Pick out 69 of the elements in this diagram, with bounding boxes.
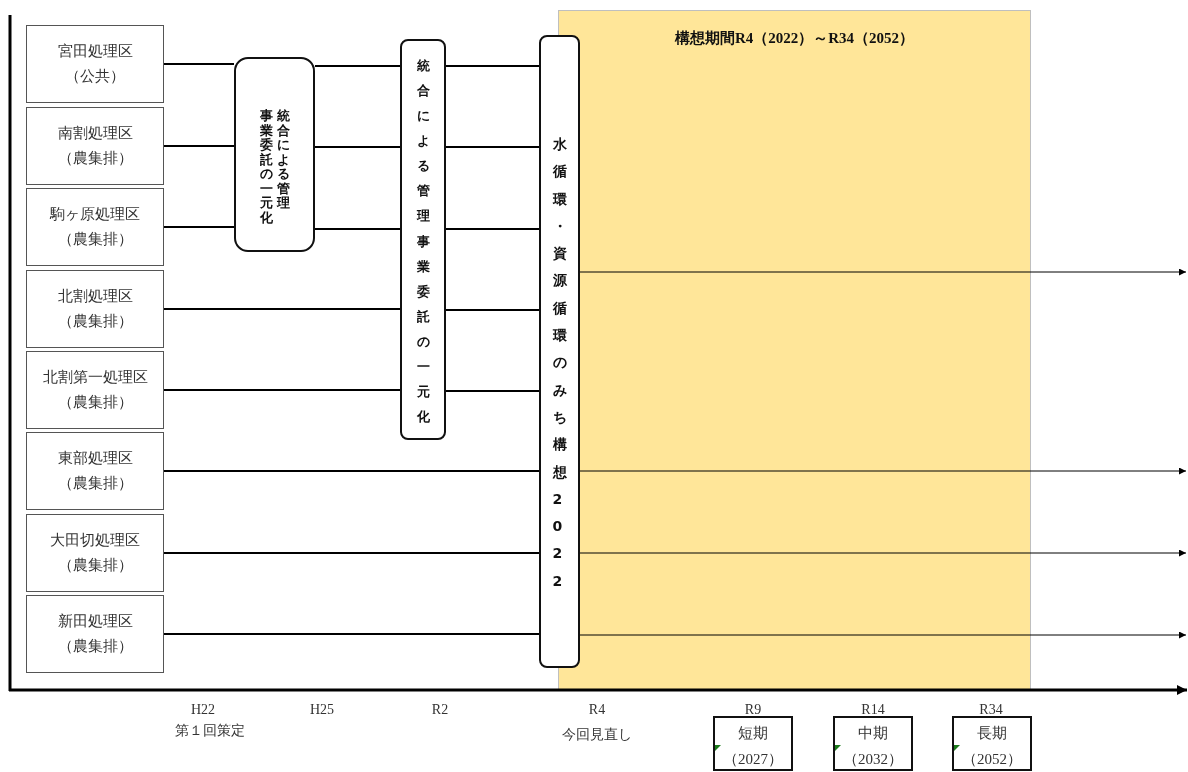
process-box <box>539 35 580 668</box>
term-name: 長期 <box>977 724 1007 743</box>
vertical-text: 水循環・資源循環のみち構想2022 <box>552 135 567 591</box>
term-name: 中期 <box>858 724 888 743</box>
term-year: （2052） <box>962 750 1022 769</box>
district-box <box>26 25 164 103</box>
connector-line <box>314 146 401 148</box>
district-box <box>26 595 164 673</box>
connector-line <box>445 65 540 67</box>
district-name: 南割処理区 <box>57 124 133 143</box>
term-box <box>713 716 793 771</box>
district-name: 駒ヶ原処理区 <box>50 205 140 224</box>
term-box <box>833 716 913 771</box>
district-name: 北割処理区 <box>57 287 133 306</box>
district-type: （農集排） <box>57 230 133 249</box>
connector-line <box>163 145 235 147</box>
district-type: （農集排） <box>57 149 133 168</box>
connector-line <box>163 389 401 391</box>
year-label: R14 <box>861 702 885 718</box>
year-label: R34 <box>979 702 1003 718</box>
term-name: 短期 <box>738 724 768 743</box>
year-label: H22 <box>190 702 216 718</box>
term-year: （2027） <box>723 750 783 769</box>
connector-line <box>445 390 540 392</box>
connector-line <box>163 470 540 472</box>
district-box <box>26 514 164 592</box>
district-box <box>26 432 164 510</box>
connector-line <box>314 228 401 230</box>
vertical-text: 統合による管理事業委託の一元化 <box>416 57 430 427</box>
timeline-note: 第１回策定 <box>175 722 245 740</box>
arrow <box>579 268 1187 276</box>
district-name: 新田処理区 <box>57 612 133 631</box>
district-name: 大田切処理区 <box>50 531 140 550</box>
district-box <box>26 351 164 429</box>
term-year: （2032） <box>843 750 903 769</box>
year-label: H25 <box>309 702 335 718</box>
district-name: 宮田処理区 <box>57 42 133 61</box>
district-type: （農集排） <box>57 393 133 412</box>
timeline-note: 今回見直し <box>562 726 632 744</box>
arrow <box>579 631 1187 639</box>
vertical-text: 統合による管理事業委託の一元化 <box>259 109 290 226</box>
connector-line <box>445 228 540 230</box>
process-box <box>400 39 446 440</box>
district-type: （農集排） <box>57 474 133 493</box>
district-box <box>26 188 164 266</box>
connector-line <box>314 65 401 67</box>
year-label: R2 <box>431 702 449 718</box>
connector-line <box>445 309 540 311</box>
arrow <box>579 467 1187 475</box>
arrow <box>579 549 1187 557</box>
connector-line <box>163 226 235 228</box>
district-type: （農集排） <box>57 556 133 575</box>
term-box <box>952 716 1032 771</box>
year-label: R4 <box>588 702 606 718</box>
district-type: （農集排） <box>57 312 133 331</box>
connector-line <box>163 633 540 635</box>
district-box <box>26 107 164 185</box>
year-label: R9 <box>744 702 762 718</box>
connector-line <box>163 308 401 310</box>
connector-line <box>445 146 540 148</box>
connector-line <box>163 552 540 554</box>
process-box <box>234 57 315 252</box>
period-title: 構想期間R4（2022）～R34（2052） <box>674 29 915 48</box>
district-type: （農集排） <box>57 637 133 656</box>
district-box <box>26 270 164 348</box>
district-name: 東部処理区 <box>57 449 133 468</box>
connector-line <box>163 63 235 65</box>
district-name: 北割第一処理区 <box>42 368 148 387</box>
district-type: （公共） <box>65 67 125 86</box>
